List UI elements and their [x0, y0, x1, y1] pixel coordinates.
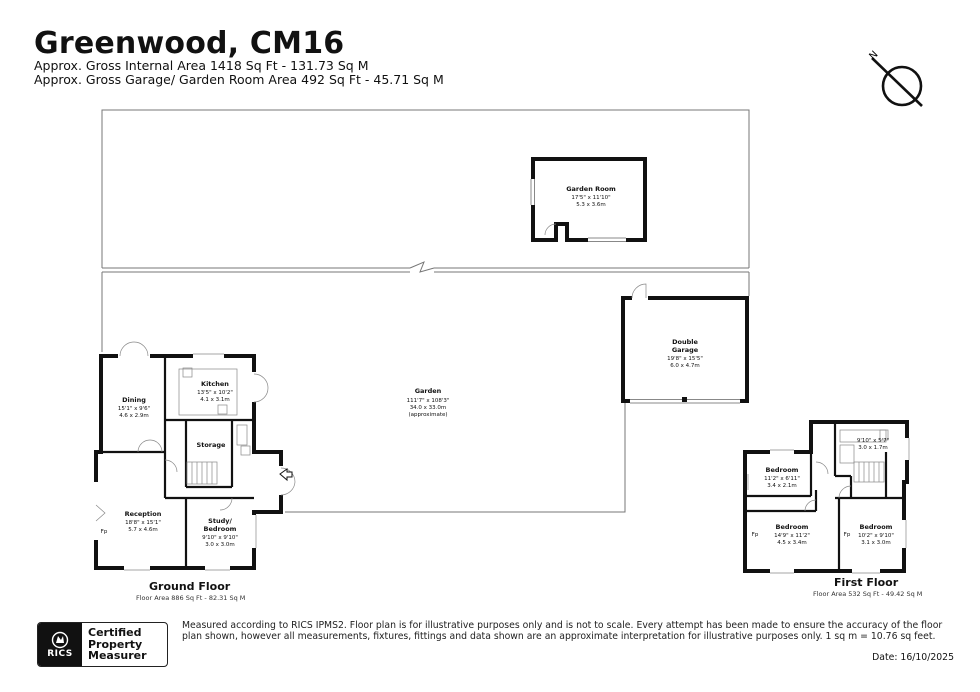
bedroom-small-imperial: 11'2" x 6'11" — [764, 476, 800, 482]
dining-label: Dining — [122, 396, 146, 404]
reception-label: Reception — [125, 510, 162, 518]
bedroom-right-imperial: 10'2" x 9'10" — [858, 533, 894, 539]
study-metric: 3.0 x 3.0m — [205, 542, 235, 548]
bedroom-right-label: Bedroom — [860, 523, 893, 531]
compass-icon: N — [867, 49, 923, 107]
garage-label-line1: Double — [672, 338, 698, 346]
ground-floor-title: Ground Floor — [149, 580, 231, 593]
rics-logo: RICS — [38, 623, 82, 666]
kitchen-imperial: 13'5" x 10'2" — [197, 390, 233, 396]
study-label-line2: Bedroom — [204, 525, 237, 533]
garage-imperial: 19'8" x 15'5" — [667, 356, 703, 362]
reception-imperial: 18'8" x 15'1" — [125, 520, 161, 526]
bedroom-small-metric: 3.4 x 2.1m — [767, 483, 797, 489]
badge-line-1: Certified — [88, 626, 142, 640]
garden-room-imperial: 17'5" x 11'10" — [571, 195, 610, 201]
reception-metric: 5.7 x 4.6m — [128, 527, 158, 533]
storage-label: Storage — [197, 441, 226, 449]
ground-floor-area: Floor Area 886 Sq Ft - 82.31 Sq M — [136, 594, 246, 602]
page-title: Greenwood, CM16 — [34, 26, 345, 61]
study-imperial: 9'10" x 9'10" — [202, 535, 238, 541]
bedroom-left-imperial: 14'9" x 11'2" — [774, 533, 810, 539]
garage-metric: 6.0 x 4.7m — [670, 363, 700, 369]
garden-room — [530, 157, 647, 242]
garden-room-metric: 5.3 x 3.6m — [576, 202, 606, 208]
internal-area-text: Approx. Gross Internal Area 1418 Sq Ft -… — [34, 58, 369, 73]
garden-metric: 34.0 x 33.0m — [410, 405, 447, 411]
bathroom-metric: 3.0 x 1.7m — [858, 445, 888, 451]
bedroom-left-metric: 4.5 x 3.4m — [777, 540, 807, 546]
disclaimer-text: Measured according to RICS IPMS2. Floor … — [182, 620, 943, 642]
bedroom-left-fireplace-label: Fp — [752, 532, 759, 538]
garage-area-text: Approx. Gross Garage/ Garden Room Area 4… — [34, 72, 444, 87]
first-floor-plan — [743, 420, 909, 573]
kitchen-label: Kitchen — [201, 380, 229, 388]
garden-imperial: 111'7" x 108'3" — [407, 398, 450, 404]
rics-certified-badge: RICS Certified Property Measurer — [37, 622, 168, 667]
compass-north-label: N — [867, 49, 880, 62]
dining-metric: 4.6 x 2.9m — [119, 413, 149, 419]
first-floor-title: First Floor — [834, 576, 899, 589]
rics-logo-text: RICS — [47, 648, 73, 659]
badge-line-3: Measurer — [88, 649, 147, 663]
garden-note: (approximate) — [408, 412, 447, 418]
dining-imperial: 15'1" x 9'6" — [118, 406, 150, 412]
bedroom-right-fireplace-label: Fp — [844, 532, 851, 538]
entrance-arrow-icon — [279, 468, 293, 482]
garden-boundary — [101, 109, 750, 513]
reception-fireplace-label: Fp — [101, 529, 108, 535]
first-floor-area: Floor Area 532 Sq Ft - 49.42 Sq M — [813, 590, 923, 598]
bedroom-small-label: Bedroom — [766, 466, 799, 474]
garage-label-line2: Garage — [672, 346, 699, 354]
double-garage — [621, 283, 749, 404]
bathroom-imperial: 9'10" x 5'7" — [857, 438, 889, 444]
kitchen-metric: 4.1 x 3.1m — [200, 397, 230, 403]
bedroom-left-label: Bedroom — [776, 523, 809, 531]
garden-label: Garden — [415, 387, 442, 395]
rics-crest-icon — [51, 631, 69, 648]
garden-room-label: Garden Room — [566, 185, 616, 193]
study-label-line1: Study/ — [208, 517, 232, 525]
badge-line-2: Property — [88, 637, 143, 651]
bedroom-right-metric: 3.1 x 3.0m — [861, 540, 891, 546]
date-text: Date: 16/10/2025 — [872, 652, 954, 663]
